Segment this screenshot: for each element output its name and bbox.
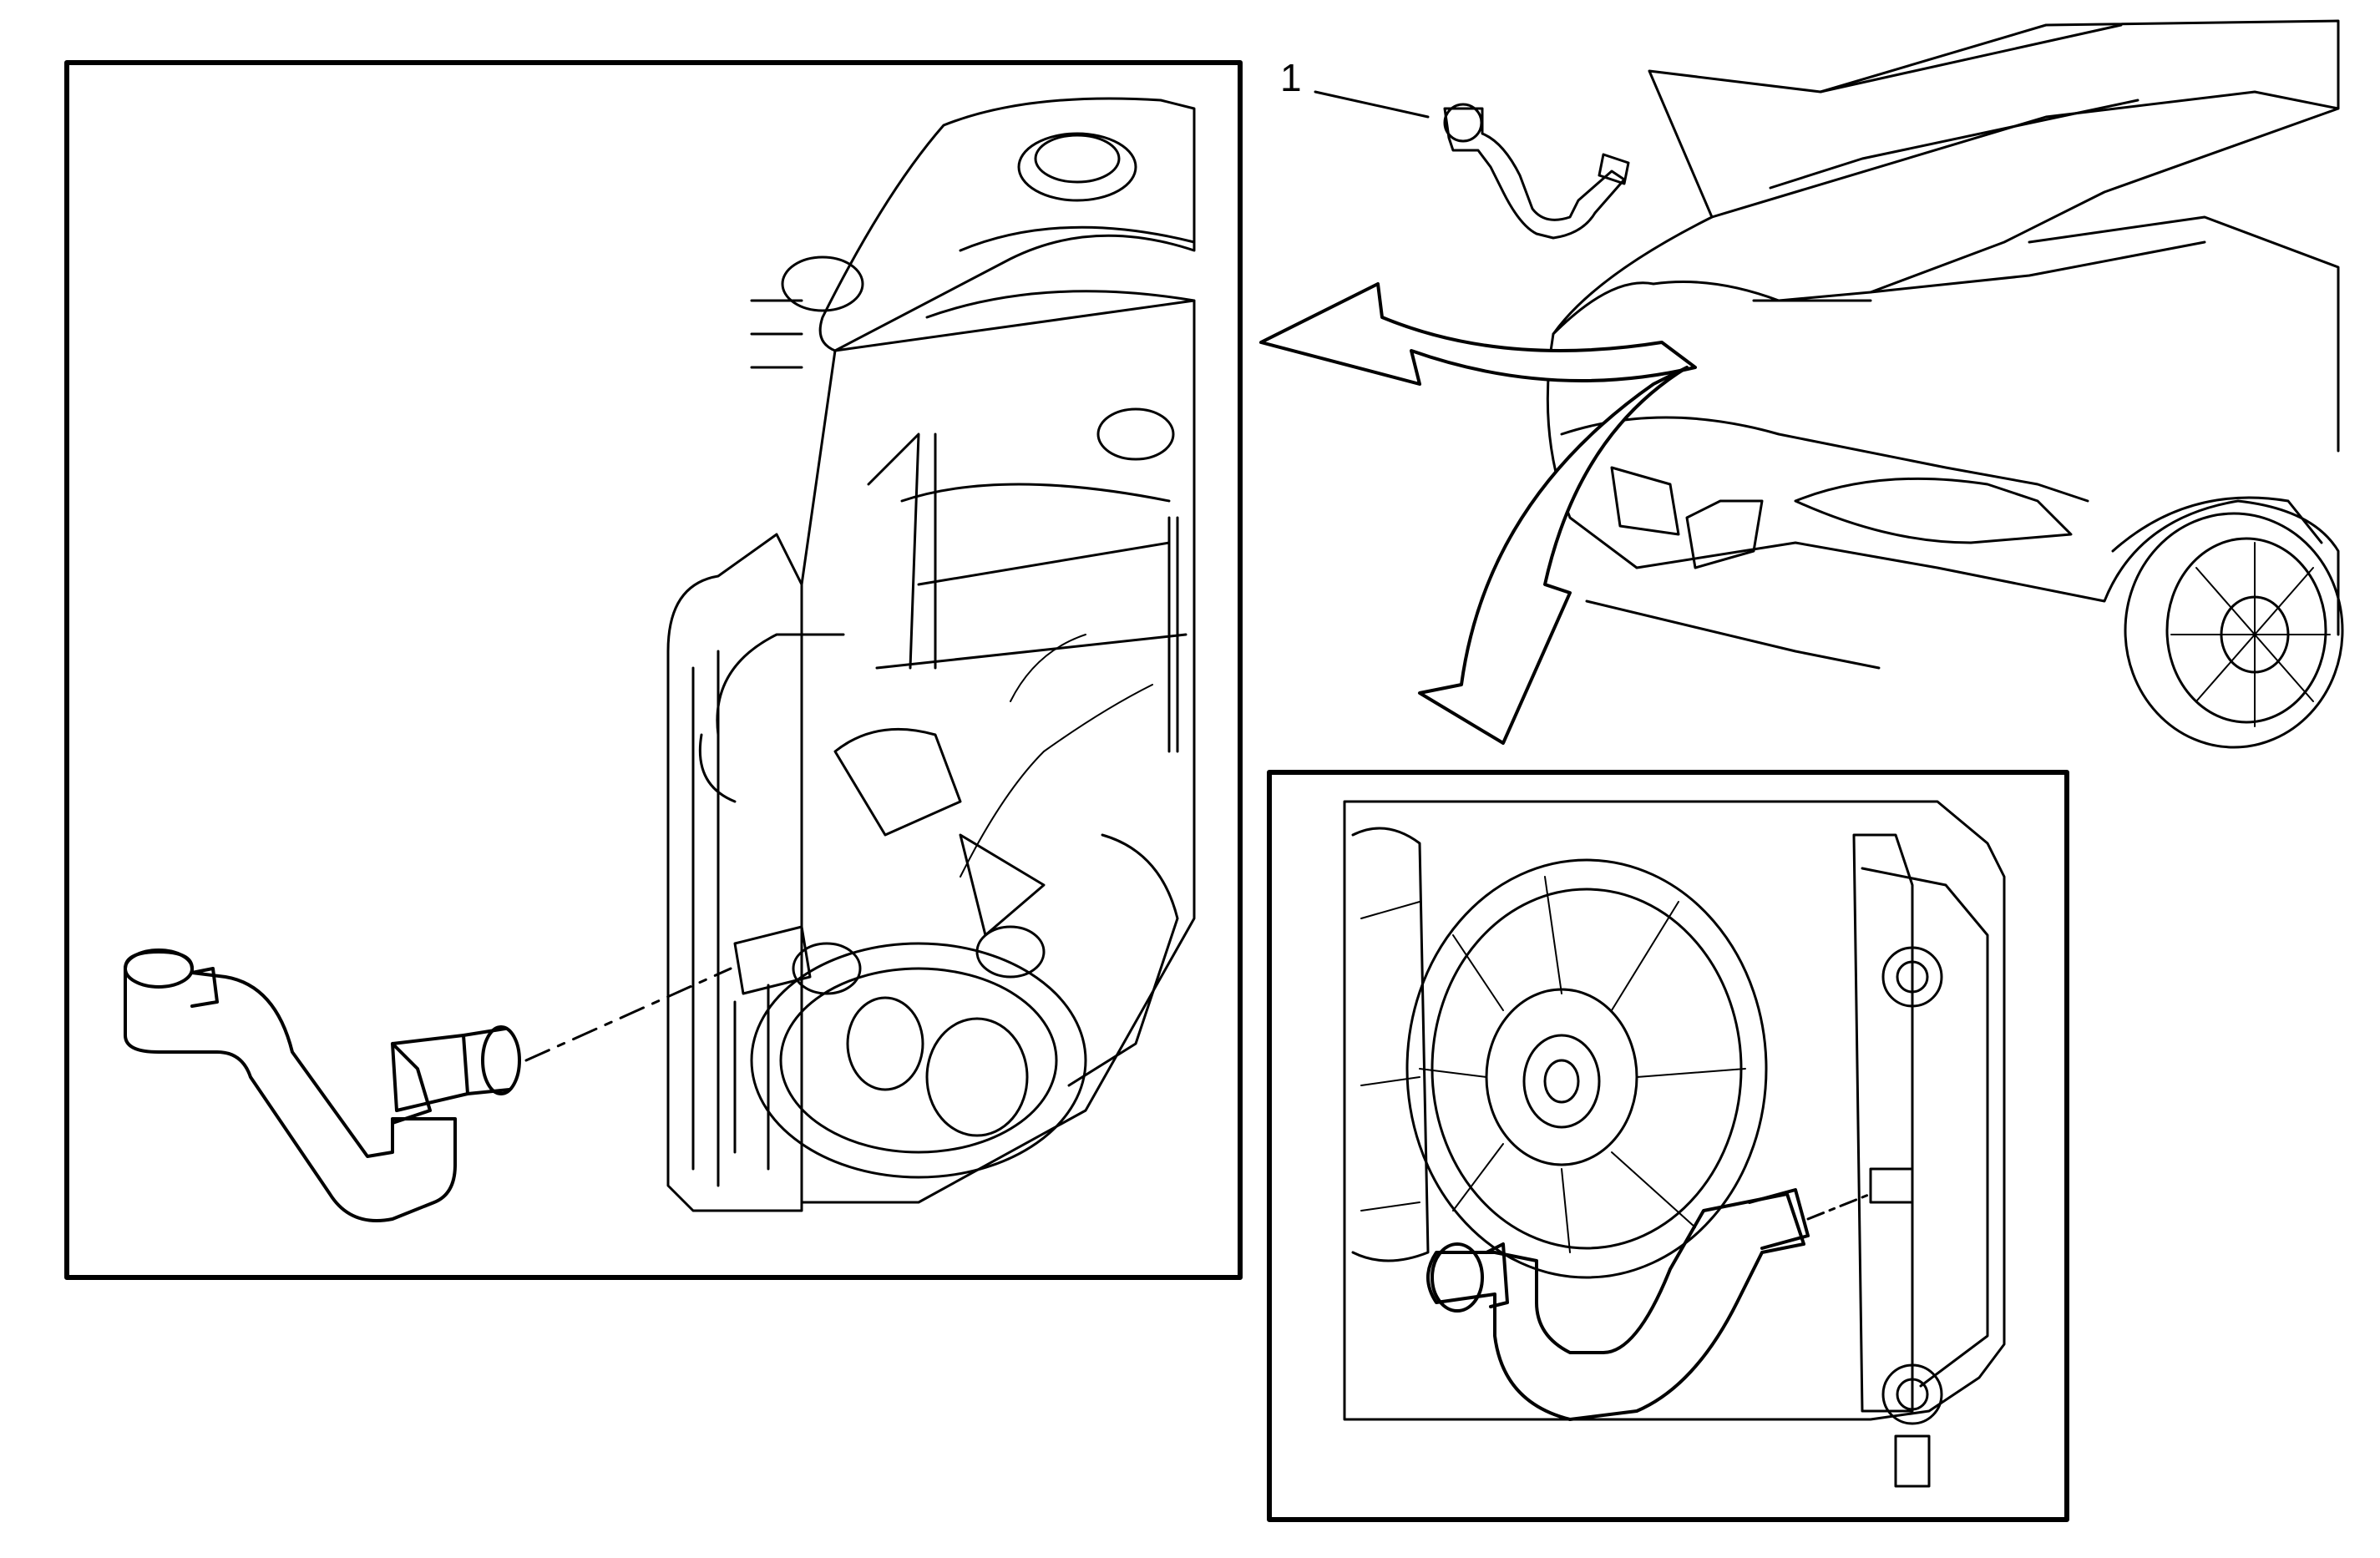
engine-assembly <box>666 97 1196 1212</box>
hose-callout <box>1314 90 1630 240</box>
fan-detail-panel <box>1267 770 2069 1522</box>
hose-callout-number: 1 <box>1280 56 1302 99</box>
removal-arrows <box>1259 282 1697 745</box>
radiator-hose-removed <box>124 948 521 1222</box>
engine-panel-frame <box>64 60 1243 1280</box>
vehicle-overview <box>1546 19 2344 749</box>
alignment-line <box>524 967 732 1062</box>
alignment-line-detail <box>1806 1192 1872 1221</box>
radiator-hose-installed <box>1426 1188 1810 1421</box>
radiator-fan-assembly <box>1343 800 2006 1488</box>
fan-panel-frame <box>1267 770 2069 1522</box>
engine-detail-panel <box>64 60 1243 1280</box>
